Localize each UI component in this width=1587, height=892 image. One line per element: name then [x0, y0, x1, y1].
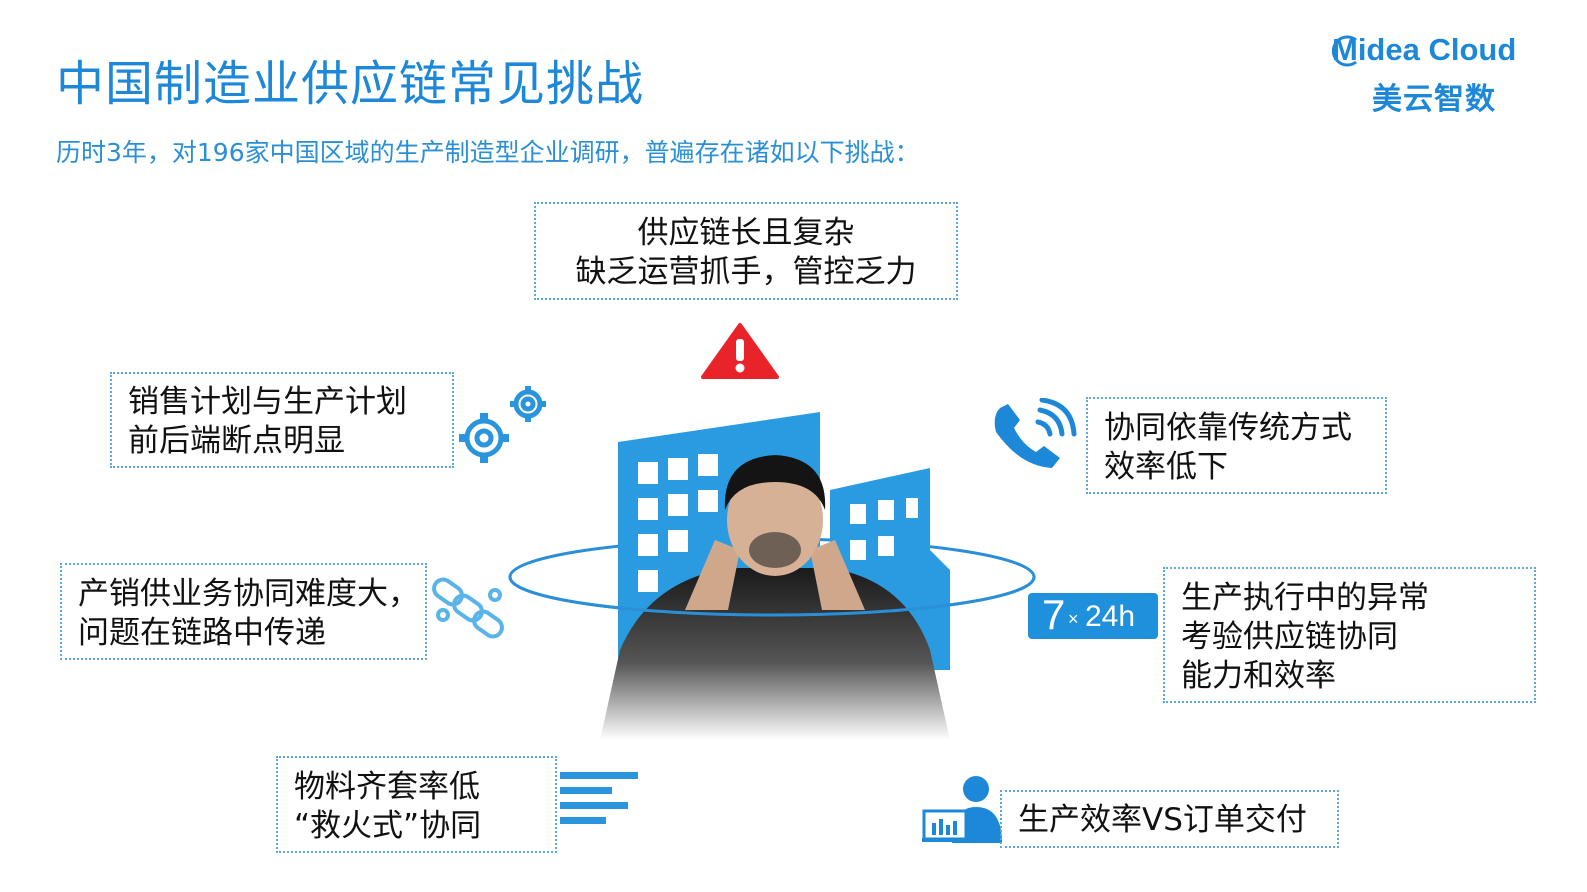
logo-text-cn: 美云智数	[1372, 82, 1496, 117]
challenge-right3-line1: 生产效率VS订单交付	[1018, 802, 1307, 838]
badge-seven: 7	[1042, 591, 1066, 638]
badge-hours: 24h	[1085, 600, 1136, 633]
challenge-left3-line1: 物料齐套率低	[294, 769, 480, 805]
challenge-left2-line2: 问题在链路中传递	[78, 615, 326, 651]
page-title: 中国制造业供应链常见挑战	[56, 56, 645, 112]
midea-cloud-logo: Midea Cloud 美云智数	[1331, 32, 1537, 117]
stressed-person-scene	[508, 412, 1036, 740]
logo-text-en: Midea Cloud	[1332, 32, 1517, 67]
challenge-box-right2: 生产执行中的异常 考验供应链协同 能力和效率	[1163, 567, 1536, 703]
gear-icon	[459, 386, 546, 463]
challenge-right2-line2: 考验供应链协同	[1181, 619, 1398, 655]
page-subtitle: 历时3年，对196家中国区域的生产制造型企业调研，普遍存在诸如以下挑战：	[56, 138, 920, 167]
challenge-box-top: 供应链长且复杂 缺乏运营抓手，管控乏力	[534, 202, 958, 300]
challenge-right1-line1: 协同依靠传统方式	[1104, 410, 1352, 446]
phone-icon	[994, 398, 1077, 468]
challenge-left2-line1: 产销供业务协同难度大，	[78, 576, 419, 612]
challenge-box-right1: 协同依靠传统方式 效率低下	[1086, 397, 1387, 494]
challenge-box-left1: 销售计划与生产计划 前后端断点明显	[110, 372, 454, 468]
list-lines-icon	[560, 772, 638, 824]
challenge-right2-line1: 生产执行中的异常	[1181, 580, 1429, 616]
user-monitor-icon	[922, 776, 1002, 843]
seven-by-24h-badge: 7 × 24h	[1028, 591, 1158, 639]
logo-arc-icon	[1331, 35, 1357, 67]
challenge-top-line2: 缺乏运营抓手，管控乏力	[575, 254, 917, 290]
chain-icon	[432, 577, 504, 639]
challenge-box-left2: 产销供业务协同难度大， 问题在链路中传递	[60, 563, 427, 660]
badge-times: ×	[1068, 609, 1079, 629]
warning-icon	[701, 323, 779, 379]
stressed-man	[600, 455, 950, 740]
challenge-left1-line2: 前后端断点明显	[128, 423, 345, 459]
challenge-box-right3: 生产效率VS订单交付	[1000, 790, 1339, 848]
challenge-left1-line1: 销售计划与生产计划	[128, 384, 407, 420]
challenge-left3-line2: “救火式”协同	[294, 808, 482, 844]
challenge-right1-line2: 效率低下	[1104, 449, 1228, 485]
challenge-top-line1: 供应链长且复杂	[637, 215, 855, 251]
challenge-right2-line3: 能力和效率	[1181, 658, 1336, 694]
challenge-box-left3: 物料齐套率低 “救火式”协同	[276, 756, 557, 853]
